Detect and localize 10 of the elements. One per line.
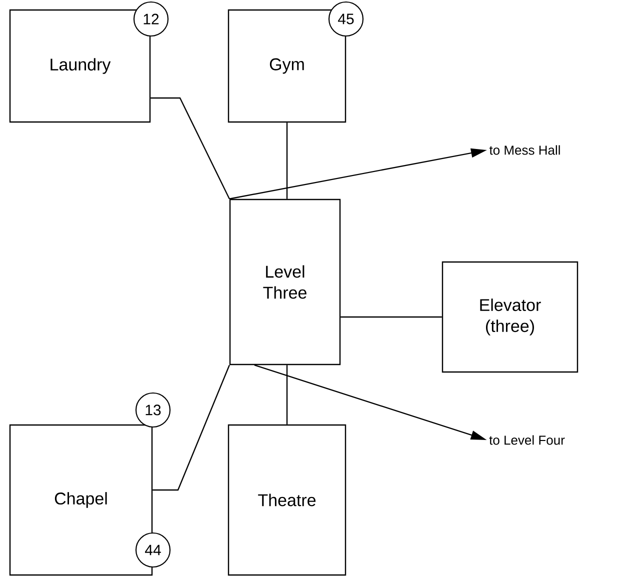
connector-line	[286, 365, 288, 424]
room-box: Theatre	[228, 424, 346, 576]
room-box: Elevator (three)	[442, 261, 578, 373]
connector-line	[152, 364, 230, 491]
destination-label: to Mess Hall	[489, 145, 560, 155]
connector-line	[340, 316, 442, 318]
room-box: Level Three	[229, 198, 341, 366]
destination-label: to Level Four	[489, 435, 565, 445]
connector-line	[150, 97, 230, 200]
connector-line	[286, 122, 288, 199]
